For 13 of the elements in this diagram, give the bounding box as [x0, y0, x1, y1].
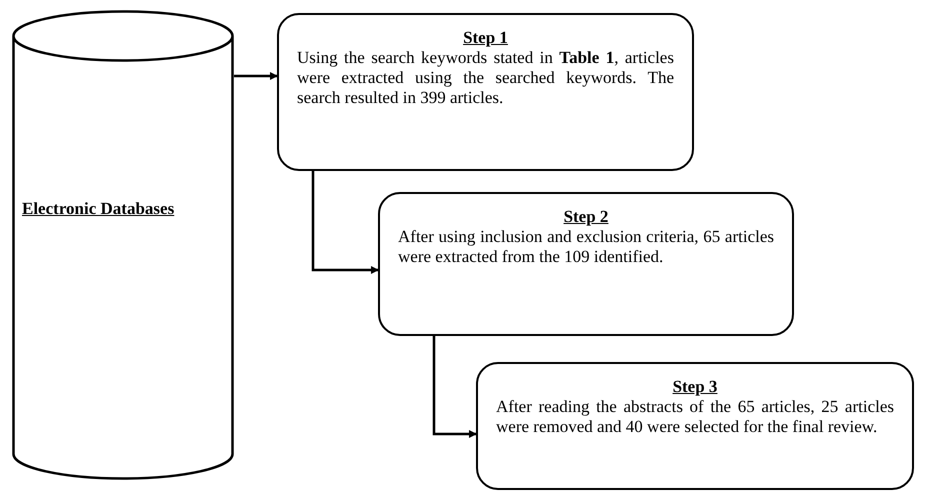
step-heading: Step 2	[564, 207, 608, 226]
arrow	[312, 171, 379, 274]
arrow	[234, 72, 278, 80]
step-heading: Step 3	[672, 377, 718, 396]
heading: Electronic Databases	[22, 200, 176, 219]
process-box	[476, 362, 914, 490]
process-box	[378, 192, 794, 336]
process-box	[277, 13, 694, 171]
step-description: After reading the abstracts of the 65 articles, 25 articles were removed and 40 were selected for the final review.	[496, 396, 894, 438]
step-heading: Step 1	[463, 28, 508, 47]
arrow	[432, 336, 477, 438]
step-description: After using inclusion and exclusion criteria, 65 articles were extracted from the 109 identified.	[398, 226, 774, 268]
step-description: Using the search keywords stated in Table 1, articles were extracted using the searched keywords. The search resulted in 399 articles.	[297, 48, 674, 109]
